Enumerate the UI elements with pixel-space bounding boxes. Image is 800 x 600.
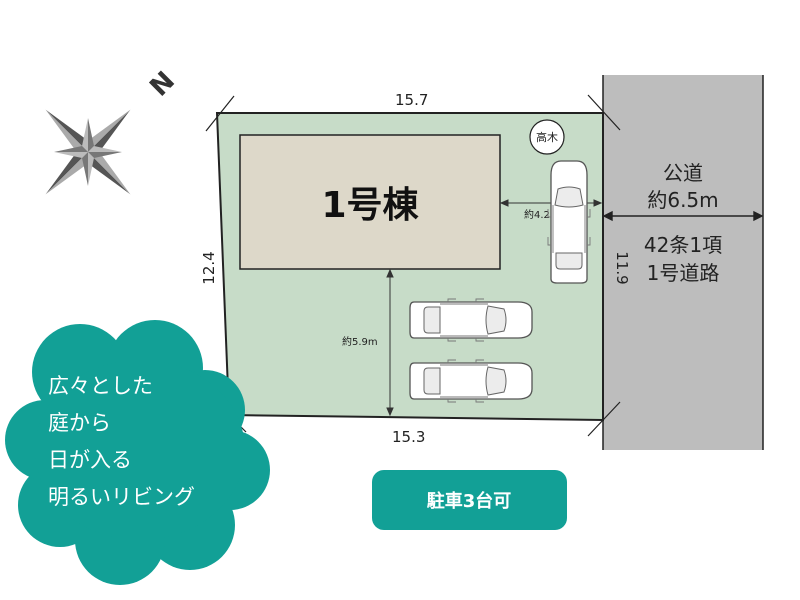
tree-label: 高木 <box>536 130 558 144</box>
distance-arrow-vertical <box>386 268 394 417</box>
feature-line-3: 日が入る <box>48 448 132 472</box>
lot-bottom-width: 15.3 <box>392 428 425 446</box>
tree-icon <box>529 119 565 155</box>
feature-cloud <box>5 320 270 585</box>
building-label: 1号棟 <box>321 185 419 226</box>
public-road <box>603 75 763 450</box>
lot-left-depth: 12.4 <box>200 251 218 284</box>
north-label: N <box>144 66 181 103</box>
road-name: 公道 <box>663 161 703 185</box>
road-width: 約6.5m <box>647 188 718 212</box>
distance-label-lot: 約5.9m <box>342 335 378 348</box>
building-footprint <box>239 134 501 270</box>
feature-line-1: 広々とした <box>48 374 153 398</box>
parking-car-upper-icon <box>409 298 533 342</box>
parking-car-lower-icon <box>409 359 533 403</box>
feature-line-4: 明るいリビング <box>48 485 195 509</box>
lot-top-width: 15.7 <box>395 91 428 109</box>
feature-line-2: 庭から <box>48 411 111 435</box>
road-class-line1: 42条1項 <box>644 233 722 257</box>
lot-right-depth: 11.9 <box>613 251 631 284</box>
road-width-arrow <box>602 210 764 222</box>
parking-badge <box>372 470 567 530</box>
parking-badge-label: 駐車3台可 <box>427 490 512 512</box>
compass-rose-icon <box>45 109 131 195</box>
road-class-line2: 1号道路 <box>647 261 720 285</box>
parking-car-vertical-icon <box>547 160 591 284</box>
